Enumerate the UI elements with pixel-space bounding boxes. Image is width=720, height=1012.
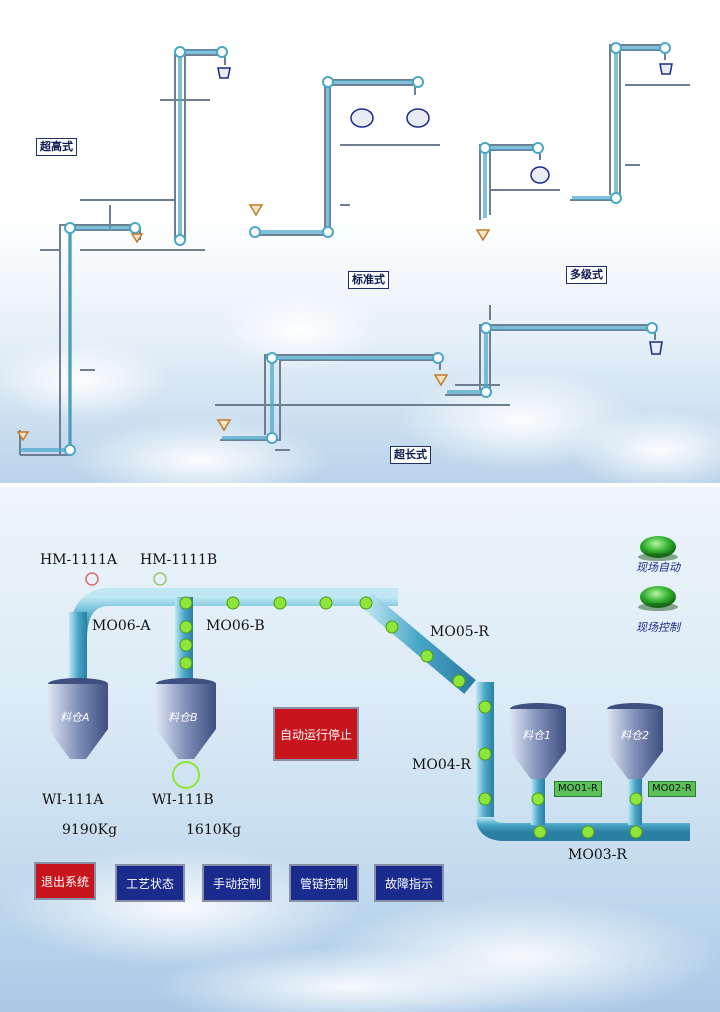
lamp-auto-icon (638, 536, 678, 561)
tag-m002r: MO02-R (648, 781, 696, 797)
label-m006a: MO06-A (92, 618, 151, 634)
silo-a-label: 料仓A (60, 711, 90, 724)
chain-control-button[interactable]: 管链控制 (289, 864, 359, 902)
hmi-clouds (0, 536, 720, 1012)
silo-1 (510, 703, 566, 779)
label-standard: 标准式 (348, 271, 389, 289)
label-wi-111b: WI-111B (152, 792, 214, 808)
panel-divider (0, 483, 720, 487)
label-m006b: MO06-B (206, 618, 265, 634)
hmi-screen: HM-1111A HM-1111B MO06-A MO06-B MO05-R M… (0, 487, 720, 1012)
weight-a-value: 9190Kg (62, 822, 118, 838)
silo-a (48, 678, 108, 759)
label-m004r: MO04-R (412, 757, 471, 773)
exit-system-button[interactable]: 退出系统 (34, 862, 96, 900)
label-hm-1111b: HM-1111B (140, 552, 218, 568)
label-m005r: MO05-R (430, 624, 489, 640)
fault-indicator-button[interactable]: 故障指示 (374, 864, 444, 902)
manual-control-button[interactable]: 手动控制 (202, 864, 272, 902)
label-super-long: 超长式 (390, 446, 431, 464)
silo-2 (607, 703, 663, 779)
label-m003r: MO03-R (568, 847, 627, 863)
silo-b-label: 料仓B (168, 711, 198, 724)
auto-stop-button[interactable]: 自动运行停止 (273, 707, 359, 761)
process-status-button[interactable]: 工艺状态 (115, 864, 185, 902)
label-wi-111a: WI-111A (42, 792, 104, 808)
label-super-high: 超高式 (36, 138, 77, 156)
lamp-control-icon (638, 586, 678, 611)
silo-2-label: 料仓2 (620, 729, 649, 742)
label-hm-1111a: HM-1111A (40, 552, 118, 568)
weight-b-value: 1610Kg (186, 822, 242, 838)
tag-m001r: MO01-R (554, 781, 602, 797)
silo-b (156, 678, 216, 759)
pipe-layouts (16, 42, 690, 456)
status-control-label: 现场控制 (636, 621, 680, 634)
status-auto-label: 现场自动 (636, 561, 680, 574)
layout-diagrams-panel: 超高式 标准式 多级式 超长式 (0, 0, 720, 483)
silo-1-label: 料仓1 (522, 729, 551, 742)
label-multi-stage: 多级式 (566, 266, 607, 284)
